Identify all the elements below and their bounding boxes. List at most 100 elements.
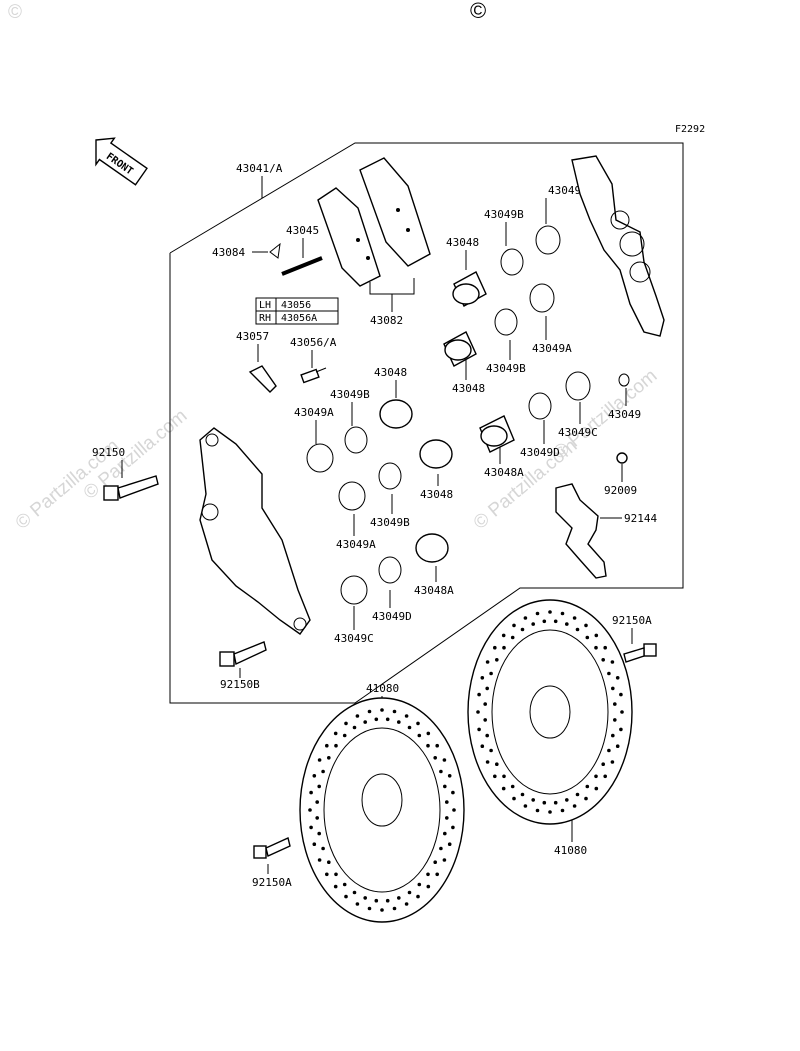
disc-drill-hole bbox=[594, 774, 598, 779]
disc-drill-hole bbox=[404, 902, 409, 906]
disc-drill-hole bbox=[344, 721, 348, 726]
label-bolt-92150: 92150 bbox=[92, 446, 125, 459]
label-bolt-92150B: 92150B bbox=[220, 678, 260, 691]
label-seal-u-49: 43049 bbox=[608, 408, 641, 421]
disc-drill-hole bbox=[585, 784, 590, 789]
disc-drill-hole bbox=[426, 884, 431, 889]
disc-drill-hole bbox=[317, 784, 322, 789]
disc-drill-hole bbox=[385, 898, 390, 903]
disc-drill-hole bbox=[523, 804, 528, 808]
label-seal-l-b1: 43049B bbox=[330, 388, 370, 401]
seal-l-b1 bbox=[344, 426, 368, 454]
disc-drill-hole bbox=[404, 714, 409, 718]
watermark-copyright: © bbox=[8, 2, 22, 23]
disc-drill-hole bbox=[327, 756, 331, 760]
piston-l1 bbox=[443, 331, 477, 367]
disc-drill-hole bbox=[520, 627, 525, 632]
disc-drill-hole bbox=[477, 692, 481, 697]
disc-drill-hole bbox=[317, 758, 322, 762]
disc-drill-hole bbox=[613, 718, 617, 722]
cotter-pin bbox=[269, 242, 281, 259]
disc-drill-hole bbox=[407, 725, 412, 730]
disc-drill-hole bbox=[443, 831, 447, 836]
disc-drill-hole bbox=[334, 872, 338, 877]
disc-drill-hole bbox=[342, 733, 347, 738]
label-bolt-92150A-right: 92150A bbox=[612, 614, 652, 627]
pad-pin bbox=[281, 256, 323, 276]
label-spring-pad: 43057 bbox=[236, 330, 269, 343]
label-piston-u1: 43048 bbox=[446, 236, 479, 249]
disc-drill-hole bbox=[321, 769, 325, 774]
label-seal-l-a2: 43049A bbox=[336, 538, 376, 551]
disc-drill-hole bbox=[531, 798, 535, 802]
seal-u-a2 bbox=[529, 283, 555, 313]
disc-drill-hole bbox=[333, 731, 338, 736]
disc-drill-hole bbox=[325, 872, 329, 877]
disc-drill-hole bbox=[309, 825, 313, 830]
disc-drill-hole bbox=[344, 894, 348, 899]
disc-drill-hole bbox=[315, 800, 320, 804]
disc-drill-hole bbox=[397, 896, 401, 900]
seal-l-a1 bbox=[306, 443, 334, 473]
disc-drill-hole bbox=[416, 894, 420, 899]
label-seal-l-a1: 43049A bbox=[294, 406, 334, 419]
label-bracket-92144: 92144 bbox=[624, 512, 657, 525]
disc-drill-hole bbox=[416, 721, 420, 726]
seal-u-b2 bbox=[494, 308, 518, 336]
disc-drill-hole bbox=[501, 786, 506, 791]
caliper-body-left bbox=[199, 427, 311, 635]
disc-drill-hole bbox=[548, 610, 552, 614]
disc-drill-hole bbox=[363, 720, 368, 724]
disc-drill-hole bbox=[380, 708, 384, 712]
brake-disc-right bbox=[467, 599, 633, 825]
disc-drill-hole bbox=[502, 645, 506, 650]
bolt-92150B bbox=[219, 641, 267, 667]
bolt-92150 bbox=[103, 475, 159, 501]
label-piston-l2: 43048 bbox=[420, 488, 453, 501]
disc-drill-hole bbox=[442, 858, 447, 862]
piston-l3 bbox=[415, 533, 449, 563]
label-caliper-assy: 43041/A bbox=[236, 162, 283, 175]
disc-drill-hole bbox=[312, 842, 317, 846]
disc-drill-hole bbox=[548, 810, 552, 814]
disc-drill-hole bbox=[476, 710, 480, 714]
caliper-body-right bbox=[571, 155, 665, 337]
disc-drill-hole bbox=[483, 718, 488, 722]
disc-drill-hole bbox=[542, 619, 547, 624]
disc-drill-hole bbox=[426, 743, 430, 748]
label-pad-set: 43082 bbox=[370, 314, 403, 327]
disc-drill-hole bbox=[451, 790, 455, 795]
disc-drill-hole bbox=[407, 890, 412, 895]
disc-drill-hole bbox=[493, 774, 497, 779]
disc-drill-hole bbox=[417, 733, 422, 738]
disc-drill-hole bbox=[601, 762, 605, 766]
disc-drill-hole bbox=[535, 808, 540, 813]
table-part-rh: 43056A bbox=[281, 313, 317, 324]
disc-drill-hole bbox=[565, 622, 569, 626]
disc-drill-hole bbox=[485, 733, 490, 738]
disc-drill-hole bbox=[610, 660, 615, 664]
label-piston-l3: 43048A bbox=[414, 584, 454, 597]
disc-drill-hole bbox=[620, 710, 624, 714]
disc-drill-hole bbox=[512, 796, 516, 801]
label-cap-92009: 92009 bbox=[604, 484, 637, 497]
disc-drill-hole bbox=[385, 717, 390, 722]
disc-drill-hole bbox=[572, 616, 577, 620]
disc-drill-hole bbox=[535, 611, 540, 616]
disc-drill-hole bbox=[575, 627, 580, 632]
disc-drill-hole bbox=[480, 676, 485, 680]
seal-l-a2 bbox=[338, 481, 366, 511]
disc-drill-hole bbox=[374, 898, 379, 903]
disc-drill-hole bbox=[619, 727, 623, 732]
disc-drill-hole bbox=[485, 686, 490, 691]
disc-drill-hole bbox=[594, 786, 599, 791]
bolt-92150A-left bbox=[253, 837, 291, 859]
disc-drill-hole bbox=[485, 760, 490, 764]
disc-drill-hole bbox=[312, 774, 317, 778]
seal-l-c bbox=[340, 575, 368, 605]
table-part-lh: 43056 bbox=[281, 300, 311, 311]
disc-drill-hole bbox=[447, 842, 452, 846]
disc-drill-hole bbox=[321, 846, 325, 851]
disc-drill-hole bbox=[603, 645, 607, 650]
